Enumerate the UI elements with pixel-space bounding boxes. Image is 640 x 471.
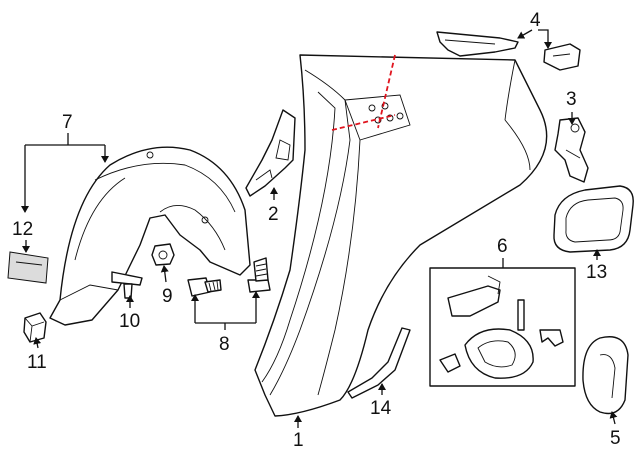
- callout-8: 8: [219, 334, 230, 355]
- callout-10: 10: [119, 311, 140, 332]
- nut-9: [151, 243, 175, 266]
- fuel-housing-kit: [429, 267, 576, 387]
- quarter-panel: [254, 54, 548, 417]
- trim-strip-4: [436, 31, 519, 57]
- wheel-liner: [49, 146, 251, 326]
- callout-7: 7: [62, 112, 73, 133]
- callout-14: 14: [370, 398, 392, 419]
- callout-13: 13: [586, 262, 607, 283]
- callout-4: 4: [530, 10, 541, 31]
- leader-lines: [21, 29, 618, 428]
- callout-3: 3: [566, 89, 577, 110]
- clip-12: [7, 251, 49, 284]
- bracket-3: [554, 117, 589, 183]
- screw-8a: [187, 277, 222, 297]
- callout-6: 6: [497, 236, 508, 257]
- fuel-door: [582, 336, 629, 415]
- callout-5: 5: [610, 428, 621, 449]
- callout-11: 11: [27, 352, 47, 373]
- clip-4: [543, 43, 581, 71]
- callout-9: 9: [162, 286, 173, 307]
- block-11: [23, 312, 47, 343]
- callout-labels: 1 2 3 4 5 6 7 8 9 10 11 12 13 14: [12, 10, 621, 451]
- callout-1: 1: [293, 430, 304, 451]
- fuel-door-frame: [553, 185, 634, 253]
- screw-8b: [247, 257, 271, 293]
- bracket-2: [245, 109, 296, 197]
- callout-2: 2: [268, 204, 279, 225]
- callout-12: 12: [12, 219, 33, 240]
